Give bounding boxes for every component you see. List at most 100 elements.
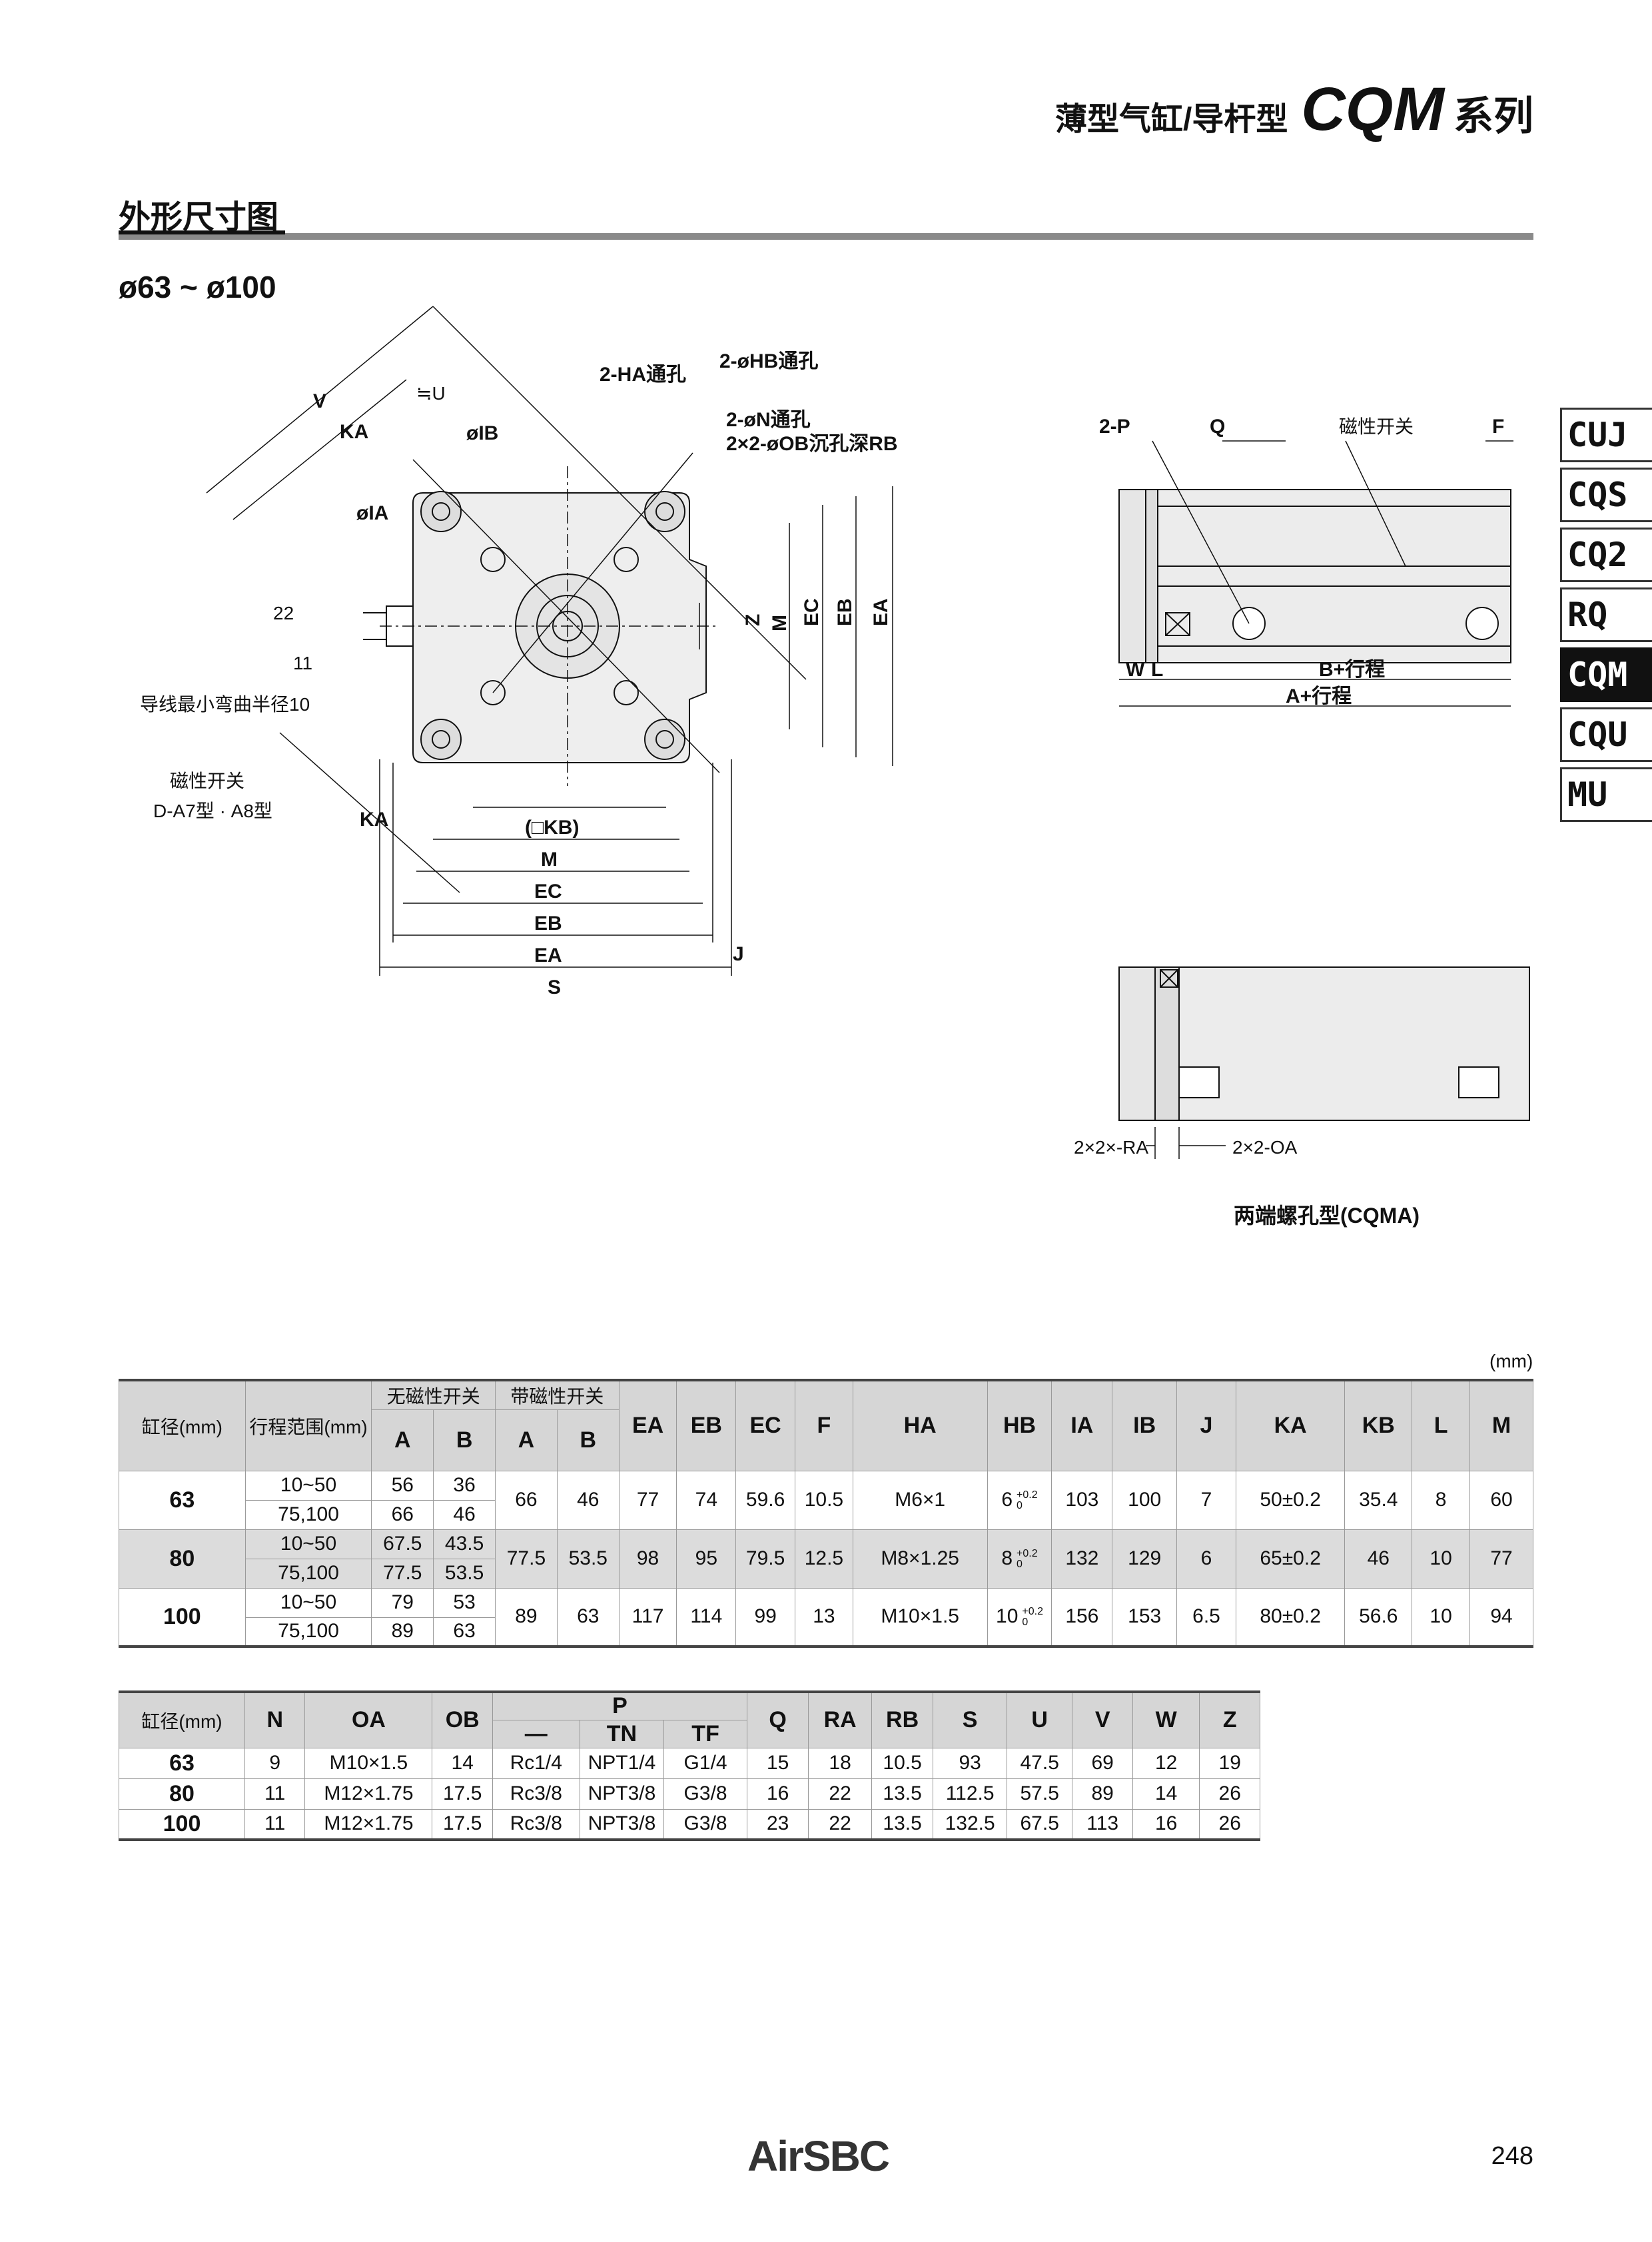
series-tab-cqs[interactable]: CQS (1560, 468, 1652, 522)
series-tab-cuj[interactable]: CUJ (1560, 408, 1652, 462)
th2-p-rc: — (492, 1719, 580, 1748)
p-cell: G3/8 (663, 1808, 747, 1840)
hb-tolerance-upper: +0.2 (1017, 1548, 1038, 1560)
ka-cell: 65±0.2 (1235, 1529, 1346, 1589)
th2-ob: OB (432, 1691, 493, 1748)
label-ob: 2×2-øOB沉孔深RB (726, 433, 898, 455)
a-no-switch-cell: 79 (371, 1587, 434, 1618)
rb-cell: 10.5 (871, 1747, 934, 1779)
th-ha: HA (852, 1379, 988, 1471)
th-group-with-switch: 带磁性开关 (495, 1379, 620, 1410)
bore-size-range: ø63 ~ ø100 (119, 270, 276, 304)
oa-cell: M12×1.75 (304, 1808, 433, 1840)
label-p: 2-P (1099, 416, 1130, 438)
l-cell: 10 (1412, 1529, 1470, 1589)
b-no-switch-cell: 63 (433, 1617, 496, 1647)
series-tab-mu[interactable]: MU (1560, 767, 1652, 822)
th-ec: EC (735, 1379, 796, 1471)
b-no-switch-cell: 53.5 (433, 1558, 496, 1589)
a-no-switch-cell: 77.5 (371, 1558, 434, 1589)
th-a-no-switch: A (371, 1409, 434, 1471)
th2-u: U (1006, 1691, 1073, 1748)
th2-rb: RB (871, 1691, 934, 1748)
ea-cell: 77 (618, 1470, 677, 1530)
unit-label: (mm) (1489, 1351, 1533, 1371)
b-no-switch-cell: 53 (433, 1587, 496, 1618)
hb-value: 8 (1001, 1547, 1013, 1569)
th2-p: P (492, 1691, 747, 1720)
v-cell: 89 (1072, 1778, 1133, 1810)
label-s: S (548, 976, 561, 998)
ra-cell: 22 (808, 1808, 872, 1840)
series-tab-cqm[interactable]: CQM (1560, 647, 1652, 702)
label-ib: øIB (466, 422, 498, 444)
q-cell: 23 (746, 1808, 809, 1840)
w-cell: 16 (1132, 1808, 1200, 1840)
label-ka-top: KA (340, 421, 368, 443)
th-group-no-switch: 无磁性开关 (371, 1379, 496, 1410)
hb-value: 6 (1001, 1488, 1013, 1511)
dimension-table-2: 缸径(mm) N OA OB P Q RA RB S U V W Z — TN … (119, 1690, 1260, 1841)
th2-oa: OA (304, 1691, 433, 1748)
th-b-with-switch: B (556, 1409, 620, 1471)
section-title: 外形尺寸图 (119, 200, 279, 235)
b-with-switch-cell: 53.5 (556, 1529, 620, 1589)
n-cell: 11 (244, 1778, 306, 1810)
bore-cell: 80 (119, 1529, 246, 1589)
label-ia: øIA (356, 502, 388, 524)
th-ia: IA (1051, 1379, 1113, 1471)
z-cell: 26 (1199, 1778, 1260, 1810)
ob-cell: 17.5 (432, 1778, 493, 1810)
series-tab-rq[interactable]: RQ (1560, 587, 1652, 642)
label-j: J (733, 943, 744, 965)
label-ea-vert: EA (870, 598, 892, 626)
n-cell: 9 (244, 1747, 306, 1779)
oa-cell: M10×1.5 (304, 1747, 433, 1779)
b-with-switch-cell: 63 (556, 1587, 620, 1647)
label-m-vert: M (769, 615, 791, 631)
p-cell: NPT1/4 (579, 1747, 665, 1779)
m-cell: 77 (1469, 1529, 1533, 1589)
ib-cell: 129 (1112, 1529, 1178, 1589)
label-a-stroke: A+行程 (1286, 685, 1352, 707)
front-view-drawing: 2-HA通孔 2-øHB通孔 2-øN通孔 2×2-øOB沉孔深RB V KA … (140, 306, 898, 998)
th-l: L (1412, 1379, 1470, 1471)
label-ka-bottom: KA (360, 809, 388, 831)
bore-cell: 100 (119, 1587, 246, 1647)
bore-cell: 100 (119, 1808, 245, 1840)
q-cell: 15 (746, 1747, 809, 1779)
bore-cell: 63 (119, 1747, 245, 1779)
ec-cell: 79.5 (735, 1529, 796, 1589)
a-with-switch-cell: 77.5 (495, 1529, 558, 1589)
series-tab-cq2[interactable]: CQ2 (1560, 528, 1652, 582)
u-cell: 67.5 (1006, 1808, 1073, 1840)
bore-cell: 63 (119, 1470, 246, 1530)
dimension-table-1: 缸径(mm) 行程范围(mm) 无磁性开关 带磁性开关 EA EB EC F H… (119, 1379, 1533, 1648)
label-bend-radius: 导线最小弯曲半径10 (140, 694, 310, 715)
b-no-switch-cell: 36 (433, 1470, 496, 1501)
s-cell: 112.5 (933, 1778, 1007, 1810)
ob-cell: 17.5 (432, 1808, 493, 1840)
ha-cell: M8×1.25 (852, 1529, 988, 1589)
th2-q: Q (746, 1691, 809, 1748)
a-no-switch-cell: 66 (371, 1499, 434, 1530)
label-b-stroke: B+行程 (1319, 659, 1385, 681)
ha-cell: M10×1.5 (852, 1587, 988, 1647)
th-j: J (1176, 1379, 1236, 1471)
label-z: Z (742, 614, 764, 626)
v-cell: 69 (1072, 1747, 1133, 1779)
eb-cell: 114 (676, 1587, 737, 1647)
rb-cell: 13.5 (871, 1808, 934, 1840)
ec-cell: 59.6 (735, 1470, 796, 1530)
series-tab-cqu[interactable]: CQU (1560, 707, 1652, 762)
label-v: V (313, 390, 326, 412)
ka-cell: 80±0.2 (1235, 1587, 1346, 1647)
label-ec: EC (534, 881, 562, 903)
